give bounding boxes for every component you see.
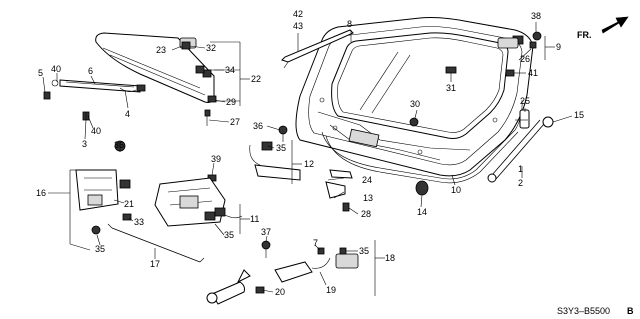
lock-cylinder <box>206 247 359 305</box>
callout-10: 10 <box>451 185 461 195</box>
callout-7: 7 <box>313 238 318 248</box>
callout-33: 33 <box>134 217 144 227</box>
callout-38: 38 <box>531 11 541 21</box>
callout-41: 41 <box>528 68 538 78</box>
leader-lines <box>42 22 573 296</box>
callout-35-a: 35 <box>276 143 286 153</box>
callout-6: 6 <box>88 66 93 76</box>
callout-31: 31 <box>446 83 456 93</box>
callout-24: 24 <box>362 175 372 185</box>
callout-15: 15 <box>574 110 584 120</box>
callout-36-a: 36 <box>253 121 263 131</box>
tailgate-panel <box>295 17 534 184</box>
callout-21: 21 <box>124 199 134 209</box>
callout-43: 43 <box>293 21 303 31</box>
callout-12: 12 <box>304 159 314 169</box>
callout-8: 8 <box>347 19 352 29</box>
callout-25: 25 <box>520 96 530 106</box>
callout-35-d: 35 <box>359 246 369 256</box>
callout-17: 17 <box>150 259 160 269</box>
callout-3: 3 <box>82 139 87 149</box>
callout-16: 16 <box>36 188 46 198</box>
callout-20: 20 <box>275 287 285 297</box>
callout-26: 26 <box>520 54 530 64</box>
callout-23: 23 <box>156 45 166 55</box>
lock-actuator <box>75 169 132 235</box>
callout-9: 9 <box>556 42 561 52</box>
callout-22: 22 <box>251 74 261 84</box>
callout-19: 19 <box>326 285 336 295</box>
callout-40-b: 40 <box>91 126 101 136</box>
callout-27: 27 <box>230 117 240 127</box>
callout-labels: 1 2 3 4 5 6 7 8 9 10 11 12 13 14 15 16 1… <box>36 9 584 297</box>
brake-light <box>51 79 146 93</box>
callout-35-b: 35 <box>224 230 234 240</box>
bumper-stop <box>415 180 429 196</box>
front-direction-arrow: FR. <box>577 16 629 40</box>
callout-11: 11 <box>250 214 259 224</box>
callout-28: 28 <box>361 209 371 219</box>
callout-1: 1 <box>518 164 523 174</box>
direction-label: FR. <box>577 30 592 40</box>
callout-36-b: 36 <box>114 140 124 150</box>
latch-assembly <box>154 177 243 227</box>
callout-42: 42 <box>293 9 303 19</box>
callout-39: 39 <box>211 154 221 164</box>
callout-4: 4 <box>125 109 130 119</box>
callout-29: 29 <box>226 97 236 107</box>
callout-13: 13 <box>363 193 373 203</box>
callout-18: 18 <box>385 253 395 263</box>
callout-14: 14 <box>417 207 427 217</box>
callout-5: 5 <box>38 68 43 78</box>
callout-35-c: 35 <box>95 244 105 254</box>
callout-30: 30 <box>410 99 420 109</box>
callout-34: 34 <box>225 65 235 75</box>
roof-molding <box>281 29 354 69</box>
reference-code: S3Y3–B5500 B <box>557 306 634 316</box>
fasteners <box>43 31 542 258</box>
reference-code-suffix: B <box>627 306 634 316</box>
reference-code-text: S3Y3–B5500 <box>557 306 610 316</box>
lock-rod <box>107 223 205 263</box>
callout-40-a: 40 <box>51 64 61 74</box>
callout-37: 37 <box>261 227 271 237</box>
callout-32: 32 <box>206 43 216 53</box>
callout-2: 2 <box>518 178 523 188</box>
